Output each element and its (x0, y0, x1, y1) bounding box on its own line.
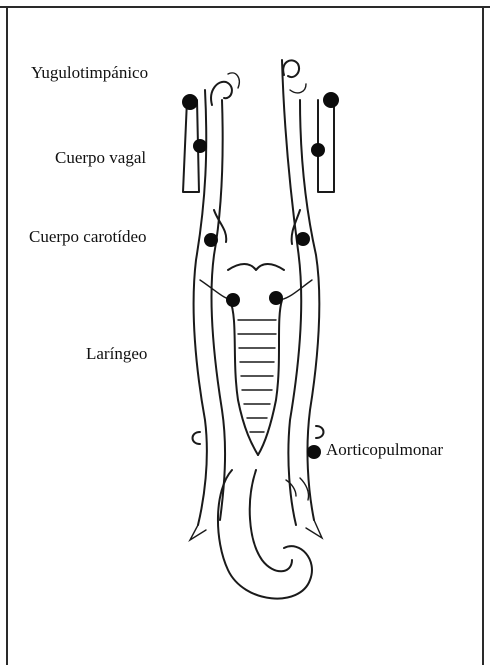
carotid-marker-left (204, 233, 218, 247)
yugulotimpanico-marker-left (182, 94, 198, 110)
vagal-marker-right (311, 143, 325, 157)
label-cuerpo-carotideo: Cuerpo carotídeo (29, 228, 147, 245)
laryngeal-marker-left (226, 293, 240, 307)
larynx-trachea (200, 210, 312, 455)
carotid-marker-right (296, 232, 310, 246)
label-aorticopulmonar: Aorticopulmonar (326, 441, 443, 458)
vagal-marker-left (193, 139, 207, 153)
aorticopulmonary-marker (307, 445, 321, 459)
label-cuerpo-vagal: Cuerpo vagal (55, 149, 146, 166)
label-yugulotimpanico: Yugulotimpánico (31, 64, 148, 81)
label-laringeo: Laríngeo (86, 345, 147, 362)
yugulotimpanico-marker-right (323, 92, 339, 108)
laryngeal-marker-right (269, 291, 283, 305)
